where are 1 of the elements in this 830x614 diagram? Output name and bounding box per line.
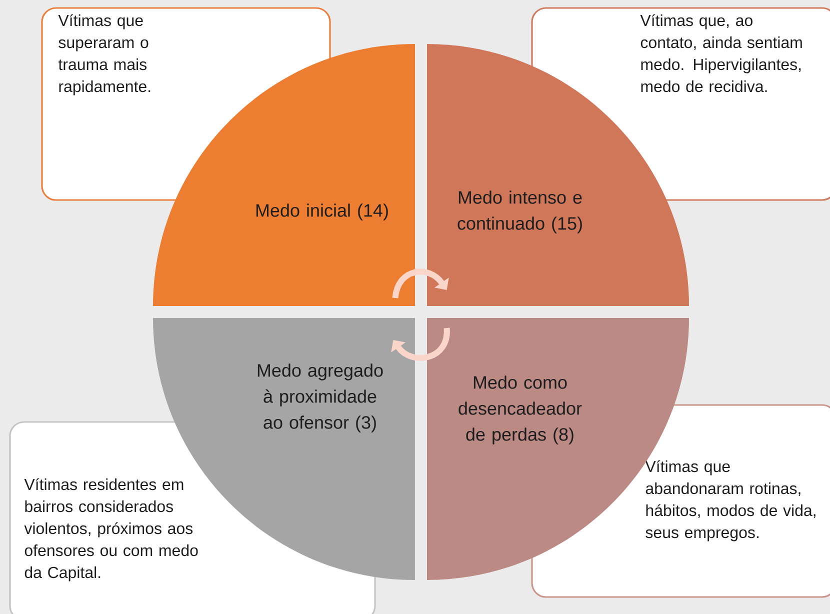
circle-quadrant: Medo inicial (14) xyxy=(153,44,415,306)
